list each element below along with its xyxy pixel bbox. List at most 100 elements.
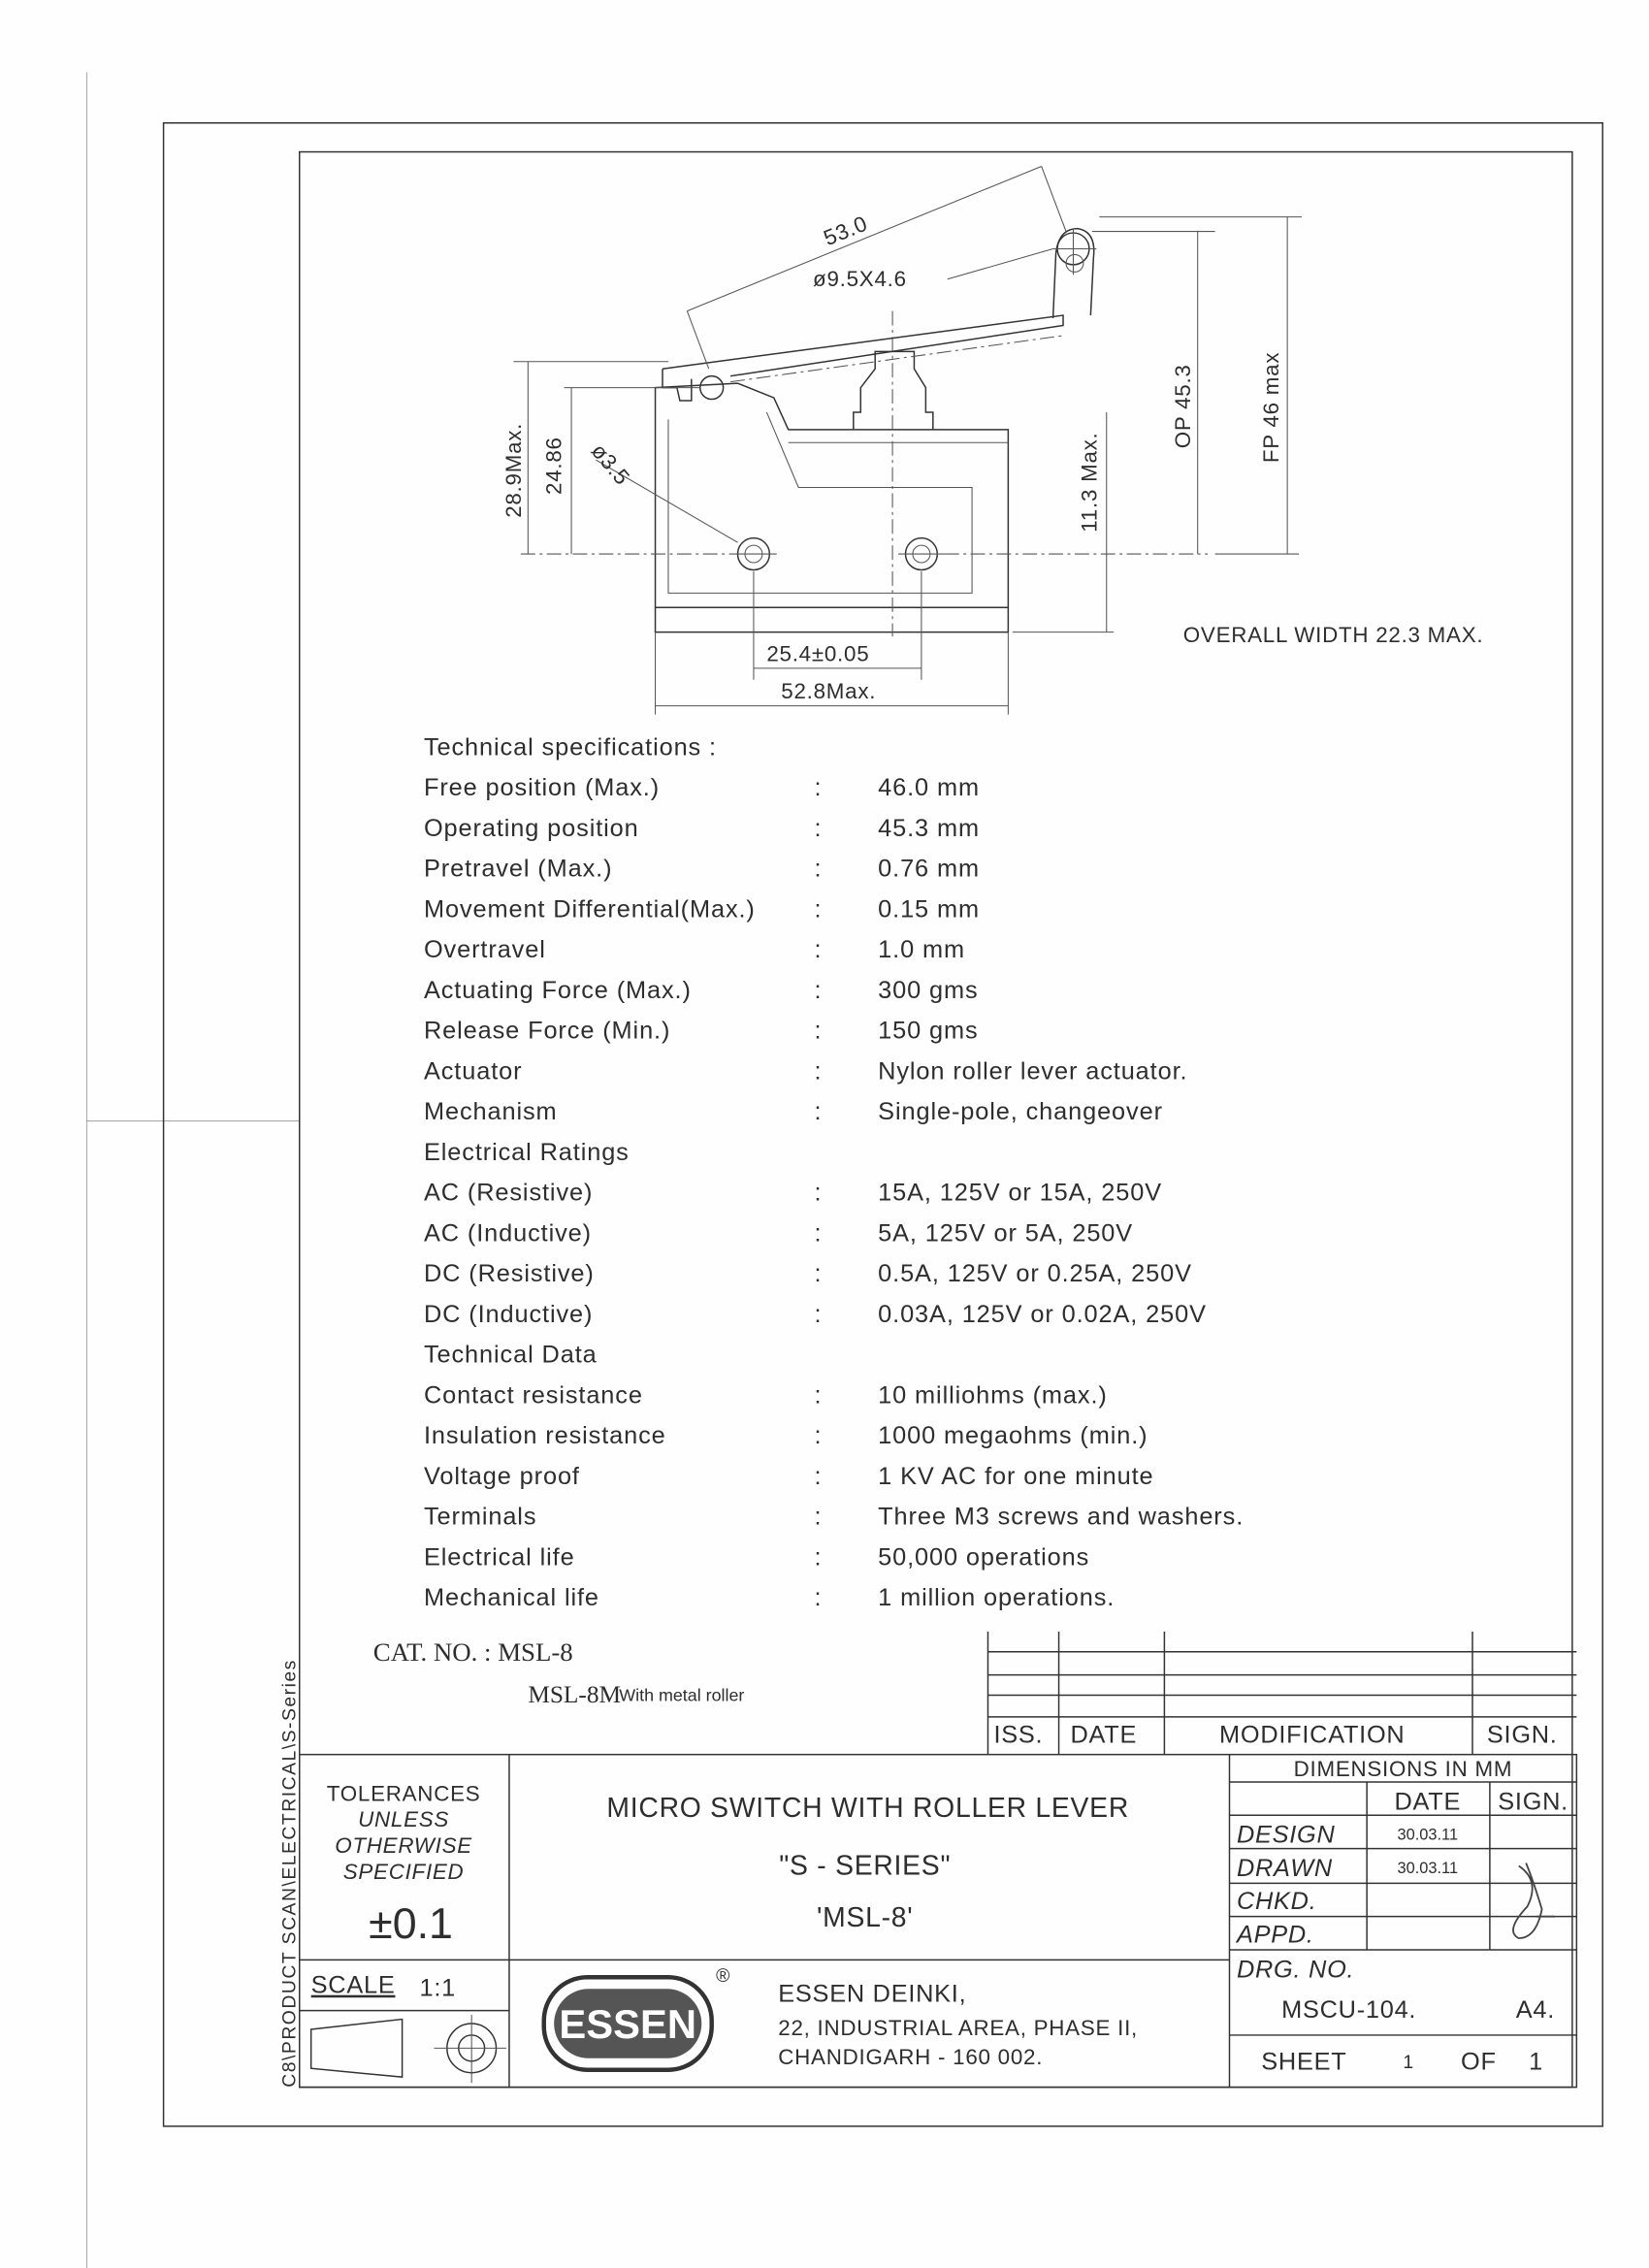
- spec-separator: :: [815, 815, 823, 842]
- tolerance-label: SPECIFIED: [343, 1860, 465, 1884]
- drawing-title: MICRO SWITCH WITH ROLLER LEVER: [606, 1793, 1129, 1824]
- spec-value: 1000 megaohms (min.): [878, 1422, 1148, 1449]
- spec-separator: :: [815, 1180, 823, 1207]
- switch-drawing: [520, 227, 1209, 637]
- side-path-label: C8\PRODUCT SCAN\ELECTRICAL\S-Series: [278, 1659, 300, 2088]
- signature: [1512, 1863, 1555, 1939]
- company-name: ESSEN DEINKI,: [778, 1981, 966, 2008]
- spec-separator: :: [815, 1260, 823, 1287]
- spec-value: Nylon roller lever actuator.: [878, 1057, 1187, 1085]
- dim-plunger: 11.3 Max.: [1077, 432, 1101, 532]
- spec-separator: :: [815, 895, 823, 923]
- spec-label: Pretravel (Max.): [424, 856, 612, 883]
- spec-separator: :: [815, 856, 823, 883]
- dim-height-max: 28.9Max.: [501, 423, 526, 518]
- spec-value: 5A, 125V or 5A, 250V: [878, 1219, 1133, 1247]
- projection-symbol-icon: [309, 2015, 506, 2084]
- spec-value: 45.3 mm: [878, 815, 980, 842]
- overall-width-note: OVERALL WIDTH 22.3 MAX.: [1183, 623, 1484, 647]
- tolerance-value: ±0.1: [369, 1900, 453, 1948]
- spec-separator: :: [815, 977, 823, 1004]
- logo-text: ESSEN: [559, 2001, 696, 2047]
- design-label: DESIGN: [1237, 1822, 1336, 1849]
- approval-date-header: DATE: [1394, 1788, 1461, 1815]
- drawing-model: 'MSL-8': [817, 1902, 913, 1933]
- spec-separator: :: [815, 1504, 823, 1531]
- spec-value: 0.03A, 125V or 0.02A, 250V: [878, 1301, 1207, 1328]
- mounting-hole-left: [730, 536, 777, 571]
- spec-label: Mechanical life: [424, 1584, 599, 1611]
- approved-label: APPD.: [1235, 1922, 1314, 1949]
- drawn-label: DRAWN: [1237, 1855, 1333, 1882]
- dim-fp: FP 46 max: [1259, 352, 1283, 463]
- title-block: TOLERANCES UNLESS OTHERWISE SPECIFIED ±0…: [298, 1753, 1578, 2089]
- checked-label: CHKD.: [1237, 1888, 1317, 1915]
- spec-separator: :: [815, 1219, 823, 1247]
- spec-label: AC (Inductive): [424, 1219, 592, 1247]
- spec-label: Movement Differential(Max.): [424, 895, 756, 923]
- rev-header-sign: SIGN.: [1487, 1722, 1558, 1749]
- design-date: 30.03.11: [1397, 1827, 1458, 1844]
- spec-separator: :: [815, 1381, 823, 1409]
- rev-header-date: DATE: [1070, 1722, 1137, 1749]
- mounting-hole-right: [898, 536, 945, 571]
- catalog-alt-note: With metal roller: [619, 1685, 744, 1704]
- spec-value: Three M3 screws and washers.: [878, 1504, 1244, 1531]
- logo-registered: ®: [716, 1965, 729, 1987]
- spec-value: 50,000 operations: [878, 1543, 1089, 1571]
- spec-separator: :: [815, 1584, 823, 1611]
- spec-label: DC (Inductive): [424, 1301, 593, 1328]
- paper-size: A4.: [1516, 1996, 1555, 2024]
- tolerance-label: OTHERWISE: [335, 1833, 472, 1858]
- spec-section-heading: Electrical Ratings: [424, 1139, 630, 1166]
- spec-value: 0.15 mm: [878, 895, 980, 923]
- spec-separator: :: [815, 936, 823, 963]
- spec-separator: :: [815, 1301, 823, 1328]
- rev-header-modification: MODIFICATION: [1219, 1722, 1405, 1749]
- spec-separator: :: [815, 1422, 823, 1449]
- spec-label: Overtravel: [424, 936, 546, 963]
- spec-value: 15A, 125V or 15A, 250V: [878, 1180, 1162, 1207]
- outer-frame: [162, 121, 1603, 2127]
- spec-section-heading: Technical Data: [424, 1342, 598, 1369]
- dim-pivot-height: 24.86: [542, 437, 566, 495]
- sheet-label: SHEET: [1261, 2049, 1346, 2076]
- tolerance-label: UNLESS: [358, 1807, 449, 1831]
- revision-table: ISS. DATE MODIFICATION SIGN.: [986, 1631, 1577, 1755]
- spec-label: Mechanism: [424, 1098, 558, 1125]
- spec-label: Electrical life: [424, 1543, 575, 1571]
- spec-label: Free position (Max.): [424, 774, 660, 801]
- dim-roller: ø9.5X4.6: [813, 267, 907, 291]
- spec-separator: :: [815, 1463, 823, 1490]
- spec-value: 1 million operations.: [878, 1584, 1115, 1611]
- drawing-number-label: DRG. NO.: [1237, 1956, 1354, 1983]
- spec-label: Actuator: [424, 1057, 522, 1085]
- spec-label: Contact resistance: [424, 1381, 643, 1409]
- sheet-of-label: OF: [1461, 2049, 1497, 2076]
- spec-separator: :: [815, 1543, 823, 1571]
- housing-outline: [654, 382, 1010, 633]
- sheet-number: 1: [1403, 2052, 1413, 2073]
- spec-value: 300 gms: [878, 977, 978, 1004]
- spec-label: AC (Resistive): [424, 1180, 593, 1207]
- spec-section-heading: Technical specifications :: [424, 733, 717, 761]
- dim-length: 52.8Max.: [781, 679, 876, 703]
- dimensions-note: DIMENSIONS IN MM: [1294, 1757, 1513, 1781]
- spec-label: Terminals: [424, 1504, 536, 1531]
- spec-label: Voltage proof: [424, 1463, 580, 1490]
- spec-value: 1 KV AC for one minute: [878, 1463, 1153, 1490]
- dim-hole-dia: ø3.5: [587, 438, 635, 490]
- spec-separator: :: [815, 1018, 823, 1045]
- spec-separator: :: [815, 1098, 823, 1125]
- spec-label: Operating position: [424, 815, 639, 842]
- dimension-lines: [513, 165, 1303, 715]
- housing-inner: [667, 411, 973, 594]
- drawing-series: "S - SERIES": [779, 1850, 951, 1881]
- rev-header-iss: ISS.: [993, 1722, 1043, 1749]
- sheet-total: 1: [1529, 2049, 1543, 2076]
- spec-value: 10 milliohms (max.): [878, 1381, 1108, 1409]
- dim-lever-length: 53.0: [820, 211, 870, 251]
- dim-hole-spacing: 25.4±0.05: [766, 641, 869, 665]
